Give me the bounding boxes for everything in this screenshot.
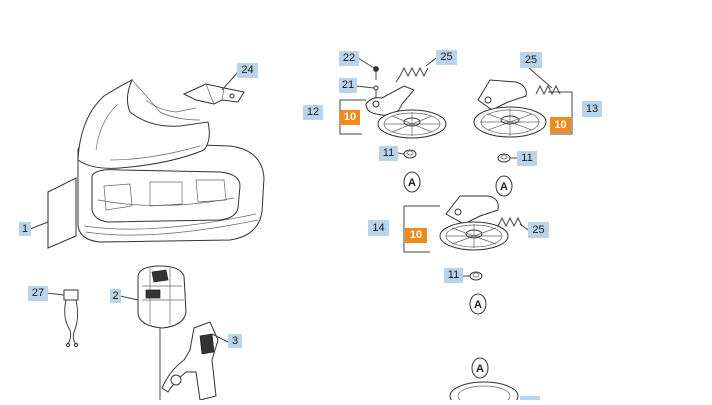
bracket-part-24: [182, 83, 245, 105]
callout-14[interactable]: 14: [368, 220, 389, 236]
callout-24[interactable]: 24: [237, 63, 258, 78]
callout-11[interactable]: 11: [379, 146, 398, 161]
reel-assembly-partial: [449, 357, 530, 405]
marker-a: A: [474, 299, 482, 311]
marker-a: A: [500, 181, 508, 193]
marker-a: A: [476, 363, 484, 375]
callout-10-highlighted[interactable]: 10: [340, 110, 360, 125]
leader-lines: [29, 57, 553, 343]
callout-25[interactable]: 25: [528, 222, 549, 238]
callout-11[interactable]: 11: [444, 268, 463, 283]
reel-assembly-14: [403, 195, 523, 315]
motor-part-2: [137, 265, 187, 400]
callout-11[interactable]: 11: [517, 151, 537, 166]
callout-25[interactable]: 25: [520, 52, 542, 68]
callout-27[interactable]: 27: [28, 286, 48, 301]
callout-13[interactable]: 13: [582, 101, 602, 117]
callout-25[interactable]: 25: [436, 50, 457, 65]
callout-1[interactable]: 1: [19, 222, 31, 236]
callout-partial[interactable]: [520, 396, 540, 400]
callout-2[interactable]: 2: [110, 289, 121, 303]
callout-21[interactable]: 21: [339, 78, 357, 93]
callout-22[interactable]: 22: [339, 51, 359, 66]
reel-assembly-13: [473, 79, 573, 197]
marker-a: A: [408, 177, 416, 189]
reel-assembly-12: [339, 66, 447, 193]
callout-10-highlighted[interactable]: 10: [405, 228, 427, 243]
housing-cover-part: [47, 78, 265, 249]
carbon-brush-part-27: [63, 289, 79, 347]
callout-12[interactable]: 12: [303, 105, 323, 120]
callout-10-highlighted[interactable]: 10: [550, 117, 571, 133]
handle-arm-part-3: [161, 321, 219, 401]
callout-3[interactable]: 3: [228, 334, 242, 348]
